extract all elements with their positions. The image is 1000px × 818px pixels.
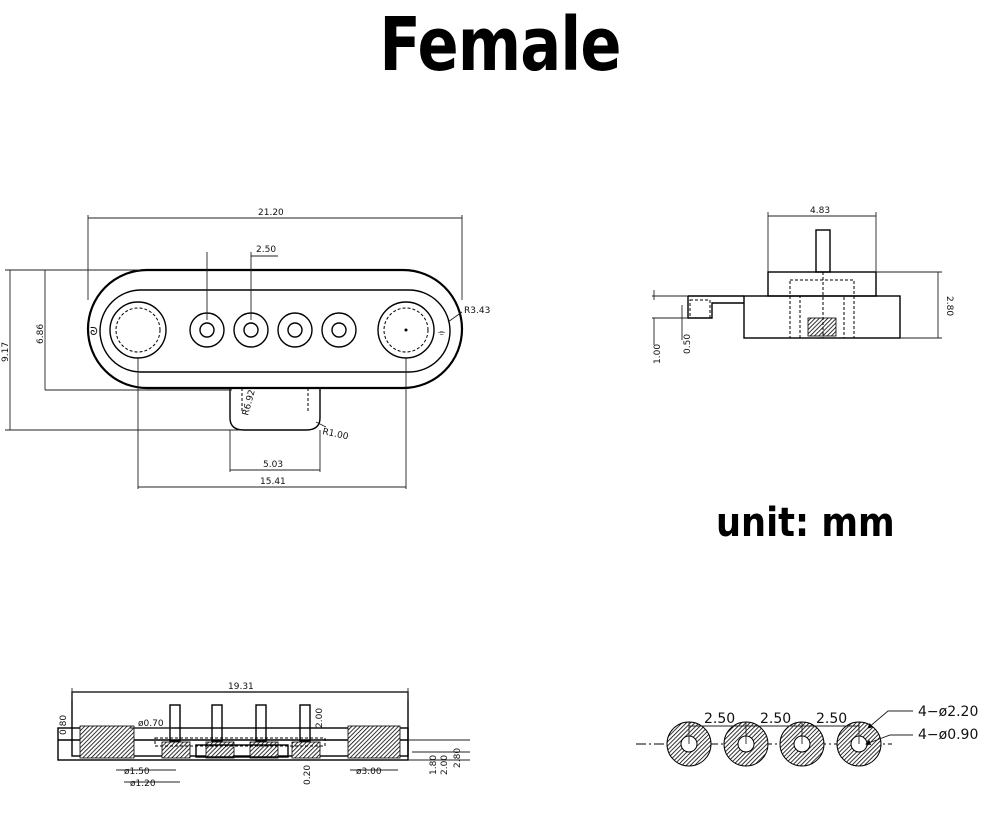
pattern-pitch-3: 2.50 <box>816 711 847 727</box>
dim-radius-corner: R1.00 <box>321 427 349 442</box>
dim-height-body: 6.86 <box>36 324 46 344</box>
pattern-pins <box>666 721 882 767</box>
bottom-pin-4 <box>299 704 311 742</box>
front-view: ᘐ ⌯ 21.20 2.50 R3.43 9.17 6.86 R6.92 R1.… <box>1 208 490 489</box>
dim-bottom-width: 19.31 <box>228 682 254 692</box>
dim-pin-len: 2.00 <box>315 708 325 728</box>
side-pin <box>815 229 831 273</box>
dim-dia-150: ø1.50 <box>124 767 150 777</box>
dim-height-a: 0.80 <box>59 715 69 735</box>
bottom-pin-1 <box>169 704 181 742</box>
dim-020: 0.20 <box>303 765 313 785</box>
dim-dia-300: ø3.00 <box>356 767 382 777</box>
bottom-pin-3 <box>255 704 267 742</box>
dim-step: 0.50 <box>683 334 693 354</box>
left-boss <box>109 301 167 359</box>
side-view: 4.83 2.80 1.00 0.50 <box>652 206 954 364</box>
side-top-block <box>767 271 877 297</box>
front-outer-body <box>86 268 464 390</box>
svg-text:ᘐ: ᘐ <box>90 325 98 338</box>
pin-3 <box>277 312 313 348</box>
bottom-boss-left <box>79 725 135 759</box>
front-inner-body <box>99 289 451 373</box>
dim-180: 1.80 <box>429 755 439 775</box>
pin-pattern-view: 2.50 2.50 2.50 4−ø2.20 4−ø0.90 <box>636 704 978 767</box>
dim-pin-dia: ø0.70 <box>138 719 164 729</box>
dim-dia-120: ø1.20 <box>130 779 156 789</box>
pattern-outer-dia: 4−ø2.20 <box>918 704 978 720</box>
dim-mount-spacing: 15.41 <box>260 477 286 487</box>
bottom-pin-2 <box>211 704 223 742</box>
pattern-inner-dia: 4−ø0.90 <box>918 727 978 743</box>
dim-280: 2.80 <box>453 748 463 768</box>
dim-radius-outer: R3.43 <box>464 306 490 316</box>
dim-width-total: 21.20 <box>258 208 284 218</box>
dim-key-width: 5.03 <box>263 460 283 470</box>
pattern-pitch-2: 2.50 <box>760 711 791 727</box>
diagram-title: Female <box>379 2 621 88</box>
dim-pitch: 2.50 <box>256 245 276 255</box>
pattern-pitch-1: 2.50 <box>704 711 735 727</box>
pin-4 <box>321 312 357 348</box>
dim-width-top: 4.83 <box>810 206 830 216</box>
dim-pin-height: 1.00 <box>653 344 663 364</box>
bottom-boss-right <box>347 725 401 759</box>
dim-200: 2.00 <box>440 755 450 775</box>
unit-note: unit: mm <box>716 500 895 546</box>
bottom-view: 19.31 0.80 ø0.70 2.00 1.80 2.00 2.80 ø1.… <box>57 682 470 789</box>
front-pins <box>189 312 357 348</box>
dim-height-side: 2.80 <box>944 296 954 316</box>
front-key-tab <box>229 388 321 431</box>
dim-height-total: 9.17 <box>1 342 11 362</box>
svg-text:⌯: ⌯ <box>438 328 446 338</box>
dim-radius-key: R6.92 <box>241 389 257 417</box>
